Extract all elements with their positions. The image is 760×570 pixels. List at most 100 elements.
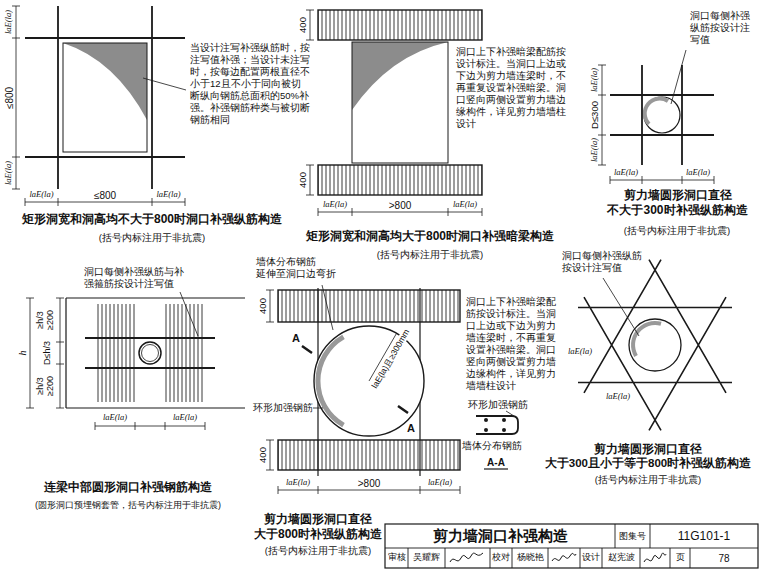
callout-label: 墙体分布钢筋 延伸至洞口边弯折	[256, 256, 340, 280]
dimension-label: laE(la)	[4, 10, 13, 34]
rect-opening-small	[12, 6, 186, 206]
dimension-label: ≤800	[94, 190, 116, 201]
ring-bar	[318, 337, 344, 425]
title-block-cell: 审核	[385, 548, 408, 568]
callout-label: 洞口每侧补强纵筋按设计注写值	[562, 250, 642, 274]
rect-opening-large	[306, 10, 482, 216]
dimension-label: h	[17, 351, 28, 356]
dimension-line	[266, 290, 274, 470]
section-mark: A	[407, 422, 415, 434]
cell-text: 页	[676, 552, 685, 564]
cell-text: 图集号	[619, 530, 646, 543]
opening-outline	[314, 326, 424, 436]
dimension-label: >800	[358, 478, 381, 489]
opening-outline	[629, 319, 681, 371]
title-block-cell: 杨晓艳	[512, 548, 548, 568]
dimension-label: 400	[258, 298, 268, 314]
dimension-label: laE(la)	[286, 478, 310, 487]
signature	[552, 553, 576, 561]
callout-label: 洞口每侧补强纵筋与补强箍筋按设计注写值	[84, 266, 184, 290]
cell-text: 校对	[492, 552, 510, 564]
hatch-arc	[645, 99, 668, 124]
opening-outline	[63, 43, 147, 152]
cell-text: 赵宪波	[608, 552, 635, 564]
title-block-cell: 设计	[580, 548, 602, 568]
concealed-beam	[278, 440, 460, 470]
signature	[644, 553, 666, 562]
caption-note: (括号内标注用于非抗震)	[265, 546, 371, 556]
bar-dots	[484, 418, 506, 432]
title-block-cell: 吴耀辉	[408, 548, 445, 568]
dimension-label: ≤800	[4, 86, 15, 108]
dimension-label: laE(la)	[428, 478, 452, 487]
signature	[450, 553, 483, 562]
cell-text: 杨晓艳	[517, 552, 544, 564]
rebar	[578, 260, 732, 431]
dimension-label: 400	[298, 172, 308, 188]
dimension-line	[56, 298, 64, 408]
cell-text: 78	[718, 553, 729, 564]
table-grid	[385, 524, 758, 568]
caption-note: (圆形洞口预埋钢套管，括号内标注用于非抗震)	[35, 501, 221, 511]
opening-outline	[644, 97, 680, 133]
stirrups	[165, 304, 205, 402]
caption-note: (括号内标注用于非抗震)	[624, 226, 730, 236]
section-mark: A-A	[487, 457, 505, 468]
dimension-label: laE(la)	[567, 347, 593, 356]
dimension-label: ≥h/3 ≥200	[36, 302, 56, 338]
dimension-label: laE(la)	[686, 168, 710, 177]
title-frame	[385, 524, 758, 568]
bar-dot	[502, 418, 506, 422]
figure-caption: 剪力墙圆形洞口直径 不大于300时补强纵筋构造	[595, 188, 760, 218]
title-block-cell: 校对	[490, 548, 512, 568]
dimension-label: laE(la)	[4, 161, 13, 185]
stirrups	[95, 304, 135, 402]
title-block-cell: 11G101-1	[650, 524, 758, 548]
beam-outline	[66, 298, 245, 408]
dimension-label: D≤300	[590, 101, 600, 129]
cell-text: 吴耀辉	[413, 552, 440, 564]
dimension-line	[95, 422, 205, 430]
leader-line	[180, 292, 198, 336]
section-ring-bar	[476, 416, 518, 434]
figure-caption: 连梁中部圆形洞口补强钢筋构造	[44, 481, 212, 494]
hatch-arc	[633, 323, 661, 356]
bar-dot	[484, 418, 488, 422]
bar-dot	[502, 428, 506, 432]
opening-outline	[352, 42, 448, 163]
title-cell: 剪力墙洞口补强构造	[385, 524, 615, 548]
title-block-cell: 78	[690, 548, 758, 568]
dimension-label: laE(la)	[323, 200, 347, 209]
dimension-label: laE(la)	[103, 413, 127, 422]
cell-text: 设计	[582, 552, 600, 564]
note-text: 洞口上下补强暗梁配筋按设计标注。当洞口上边或下边为剪力墙连梁时，不再重复设置补强…	[466, 296, 556, 392]
caption-note: (括号内标注用于非抗震)	[595, 475, 701, 485]
coupling-beam-opening	[26, 292, 245, 430]
round-opening-medium	[578, 260, 732, 431]
rebar	[610, 65, 714, 165]
callout-label: 环形加强钢筋	[468, 400, 528, 410]
dimension-label: laE(la)	[605, 392, 631, 401]
dimension-label: laE(la)	[173, 413, 197, 422]
dimension-label: laE(la)	[614, 168, 638, 177]
cell-text: 11G101-1	[678, 529, 730, 543]
dimension-label: D≤h/3	[43, 341, 53, 365]
dimension-label: laE(la)	[29, 190, 53, 199]
steel-sleeve	[139, 342, 161, 364]
dimension-label: ≥h/3 ≥200	[36, 368, 56, 404]
note-text: 当设计注写补强纵筋时，按注写值补强；当设计未注写时，按每边配置两根直径不小于12…	[190, 42, 310, 126]
caption-note: (括号内标注用于非抗震)	[377, 250, 483, 260]
dimension-label: laE(la)	[156, 190, 180, 199]
callout-label: 环形加强钢筋	[253, 403, 313, 413]
hatch-wedge	[63, 43, 147, 120]
figure-caption: 剪力墙圆形洞口直径 大于800时补强纵筋构造	[250, 512, 386, 542]
concealed-beam	[318, 10, 482, 40]
leader-line	[143, 78, 186, 90]
round-opening-small	[598, 50, 714, 184]
dimension-label: laE(la)	[453, 200, 477, 209]
dimension-label: laE(la)	[590, 138, 599, 162]
section-mark: A	[292, 332, 300, 344]
figure-caption: 矩形洞宽和洞高均大于800时洞口补强暗梁构造	[306, 230, 554, 243]
note-text: 洞口上下补强暗梁配筋按设计标注。当洞口上边或下边为剪力墙连梁时，不再重复设置补强…	[456, 46, 568, 130]
